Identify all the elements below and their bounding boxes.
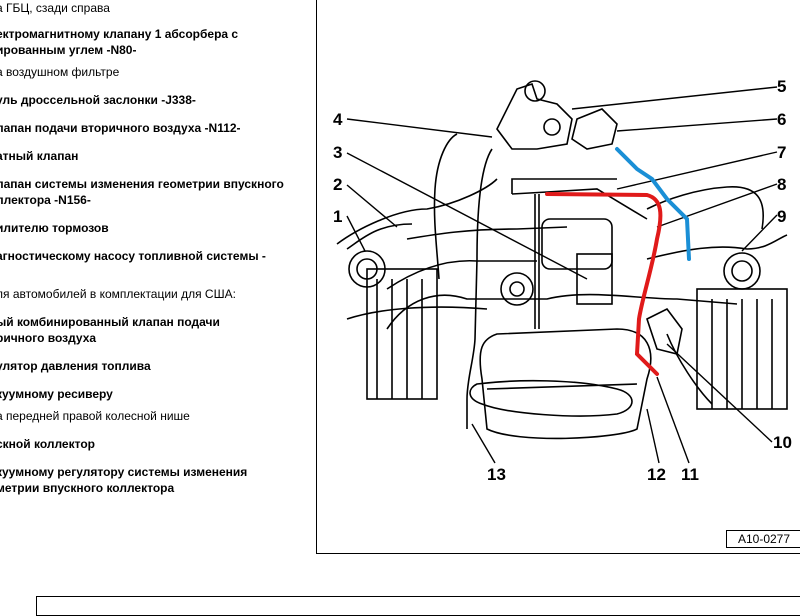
- callout-4: 4: [333, 110, 343, 129]
- legend-item: агностическому насосу топливной системы …: [0, 249, 266, 263]
- legend-item: ектромагнитному клапану 1 абсорбера с: [0, 27, 239, 41]
- legend-item: метрии впускного коллектора: [0, 481, 175, 495]
- callout-5: 5: [777, 77, 786, 96]
- legend-item: лапан системы изменения геометрии впускн…: [0, 177, 284, 191]
- engine-diagram: 1 2 3 4 5 6 7 8 9 10 11 12 13: [333, 77, 792, 484]
- callout-13: 13: [487, 465, 506, 484]
- legend-item: ллектора -N156-: [0, 193, 91, 207]
- callout-3: 3: [333, 143, 342, 162]
- legend-item: ированным углем -N80-: [0, 43, 137, 57]
- legend-item: илителю тормозов: [0, 221, 109, 235]
- diagram-frame: 1 2 3 4 5 6 7 8 9 10 11 12 13 A10-0277: [316, 0, 800, 554]
- legend-item: атный клапан: [0, 149, 79, 163]
- blue-hose: [615, 147, 691, 261]
- callout-7: 7: [777, 143, 786, 162]
- callout-8: 8: [777, 175, 786, 194]
- callout-12: 12: [647, 465, 666, 484]
- legend-item: уль дроссельной заслонки -J338-: [0, 93, 196, 107]
- legend-item: ричного воздуха: [0, 331, 97, 345]
- legend-item: -: [0, 264, 306, 280]
- next-section-box: [36, 596, 800, 616]
- engine-drawing: [336, 80, 788, 440]
- legend-item: ля автомобилей в комплектации для США:: [0, 287, 236, 301]
- legend-item: а передней правой колесной нише: [0, 409, 190, 423]
- legend-list: а ГБЦ, сзади справа ектромагнитному клап…: [0, 0, 312, 600]
- callout-2: 2: [333, 175, 342, 194]
- legend-item: а воздушном фильтре: [0, 65, 120, 79]
- leader-lines: [346, 86, 778, 464]
- legend-item: куумному регулятору системы изменения: [0, 465, 248, 479]
- callout-11: 11: [681, 465, 699, 484]
- legend-item: а ГБЦ, сзади справа: [0, 1, 110, 15]
- callout-10: 10: [773, 433, 792, 452]
- legend-item: ый комбинированный клапан подачи: [0, 315, 220, 329]
- legend-item: куумному ресиверу: [0, 387, 113, 401]
- red-hose: [545, 192, 663, 376]
- legend-item: скной коллектор: [0, 437, 95, 451]
- legend-item: лапан подачи вторичного воздуха -N112-: [0, 121, 241, 135]
- callout-1: 1: [333, 207, 342, 226]
- legend-item: улятор давления топлива: [0, 359, 151, 373]
- figure-id-label: A10-0277: [726, 530, 800, 548]
- callout-9: 9: [777, 207, 786, 226]
- callout-6: 6: [777, 110, 786, 129]
